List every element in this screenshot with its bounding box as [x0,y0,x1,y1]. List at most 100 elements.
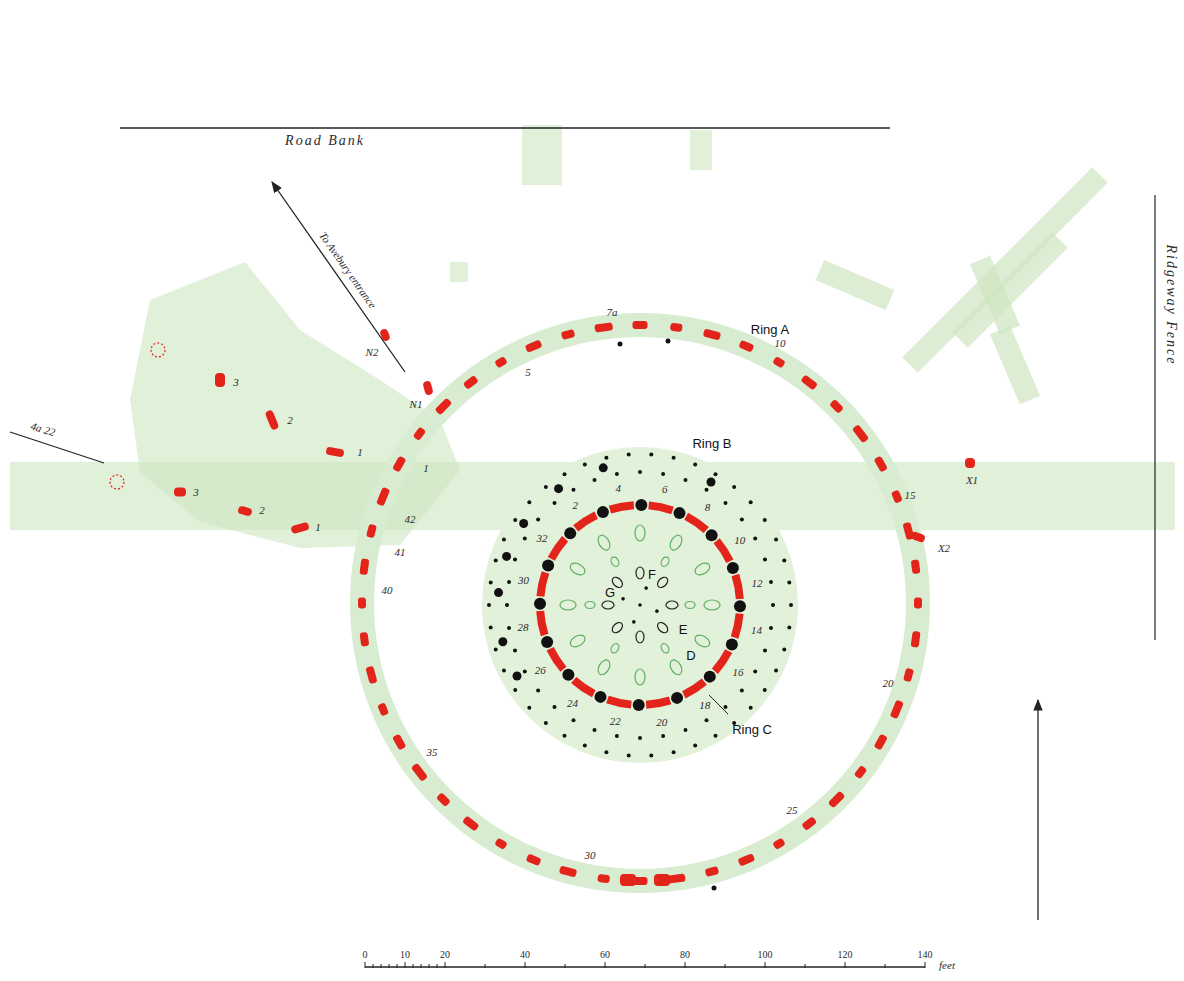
stone [411,763,428,782]
post-hole [740,518,744,522]
stone [265,409,280,431]
stone [911,559,921,574]
stone [737,853,755,867]
excavated-trench [820,270,890,300]
fence-label: Ridgeway Fence [1163,245,1178,366]
scale-number: 120 [838,949,853,960]
stake-hole [621,597,625,601]
post-ring-label: D [686,649,695,663]
post-hole [685,602,695,609]
post-hole [487,603,491,607]
stone [237,505,253,516]
post-hole [513,648,517,652]
stone [435,398,453,416]
ring-inner-posts [602,567,678,643]
stake-holes [621,586,658,623]
stone [536,571,549,596]
stone-number: 18 [699,699,710,711]
stone [682,679,707,699]
post-hole [706,529,718,541]
post-hole [489,626,493,630]
stone [494,838,508,850]
stone-number: 5 [525,366,531,378]
post-hole [727,562,739,574]
stone [800,374,818,390]
scale-tick [805,964,806,968]
stone [829,399,844,414]
post-hole [656,575,670,589]
stone-socket [110,475,124,489]
stake-hole [644,586,648,590]
post-hole [527,500,531,504]
post-hole [672,750,676,754]
post-hole [672,456,676,460]
stone-number: 28 [517,621,528,633]
post-hole [568,633,587,650]
north-arrow [1037,700,1038,920]
post-hole [787,580,791,584]
scale-tick [381,964,382,968]
stone [801,816,817,831]
scale-bar [365,962,925,968]
scale-tick [413,964,414,968]
stone [738,340,754,353]
stone [914,598,922,609]
scale-tick [765,962,766,968]
post-hole [668,658,685,677]
post-hole [513,688,517,692]
stone [526,853,542,866]
post-hole [593,728,597,732]
stone [377,702,389,716]
stone [174,488,186,497]
direction-label: 4a 22 [29,420,56,439]
post-hole [656,621,670,635]
scale-tick [365,962,366,968]
stone-number: X1 [966,474,978,486]
post-hole [554,484,563,493]
post-hole [712,886,717,891]
post-hole [635,669,645,685]
post-ring-label: E [679,623,688,637]
post-hole [749,706,753,710]
centre-hole [638,603,642,607]
post-hole [740,688,744,692]
scale-tick [421,964,422,968]
post-hole [734,600,746,612]
post-hole [553,501,557,505]
stone [559,865,577,877]
stone [366,524,377,539]
post-hole [597,506,609,518]
scale-tick [885,964,886,968]
ring-b-large-posts [494,463,715,680]
avenue-stone-number: 2 [259,504,265,516]
scale-tick [725,964,726,968]
post-hole [502,552,511,561]
excavated-trench [980,260,1010,330]
scale-unit: feet [939,959,955,971]
post-hole [568,561,587,578]
stone-number: 7a [607,306,618,318]
stone-number: 2 [572,499,578,511]
scale-number: 60 [600,949,610,960]
post-hole [693,744,697,748]
stone [392,734,406,751]
post-hole [541,636,553,648]
stone [358,598,366,609]
post-hole [536,688,540,692]
stone-number: 12 [752,577,763,589]
post-ring-label: F [648,568,656,582]
stone-number: 42 [405,513,416,525]
stone [359,632,369,647]
post-hole [659,642,670,654]
scale-tick [389,964,390,968]
post-ring-label: G [605,586,615,600]
stone [365,666,377,684]
post-hole [763,648,767,652]
excavated-trench [1000,330,1030,400]
scale-tick [397,964,398,968]
stone-number: 6 [662,483,668,495]
post-hole [494,558,498,562]
stone [965,458,975,468]
stone-number: 14 [751,624,762,636]
direction-line [10,432,104,463]
